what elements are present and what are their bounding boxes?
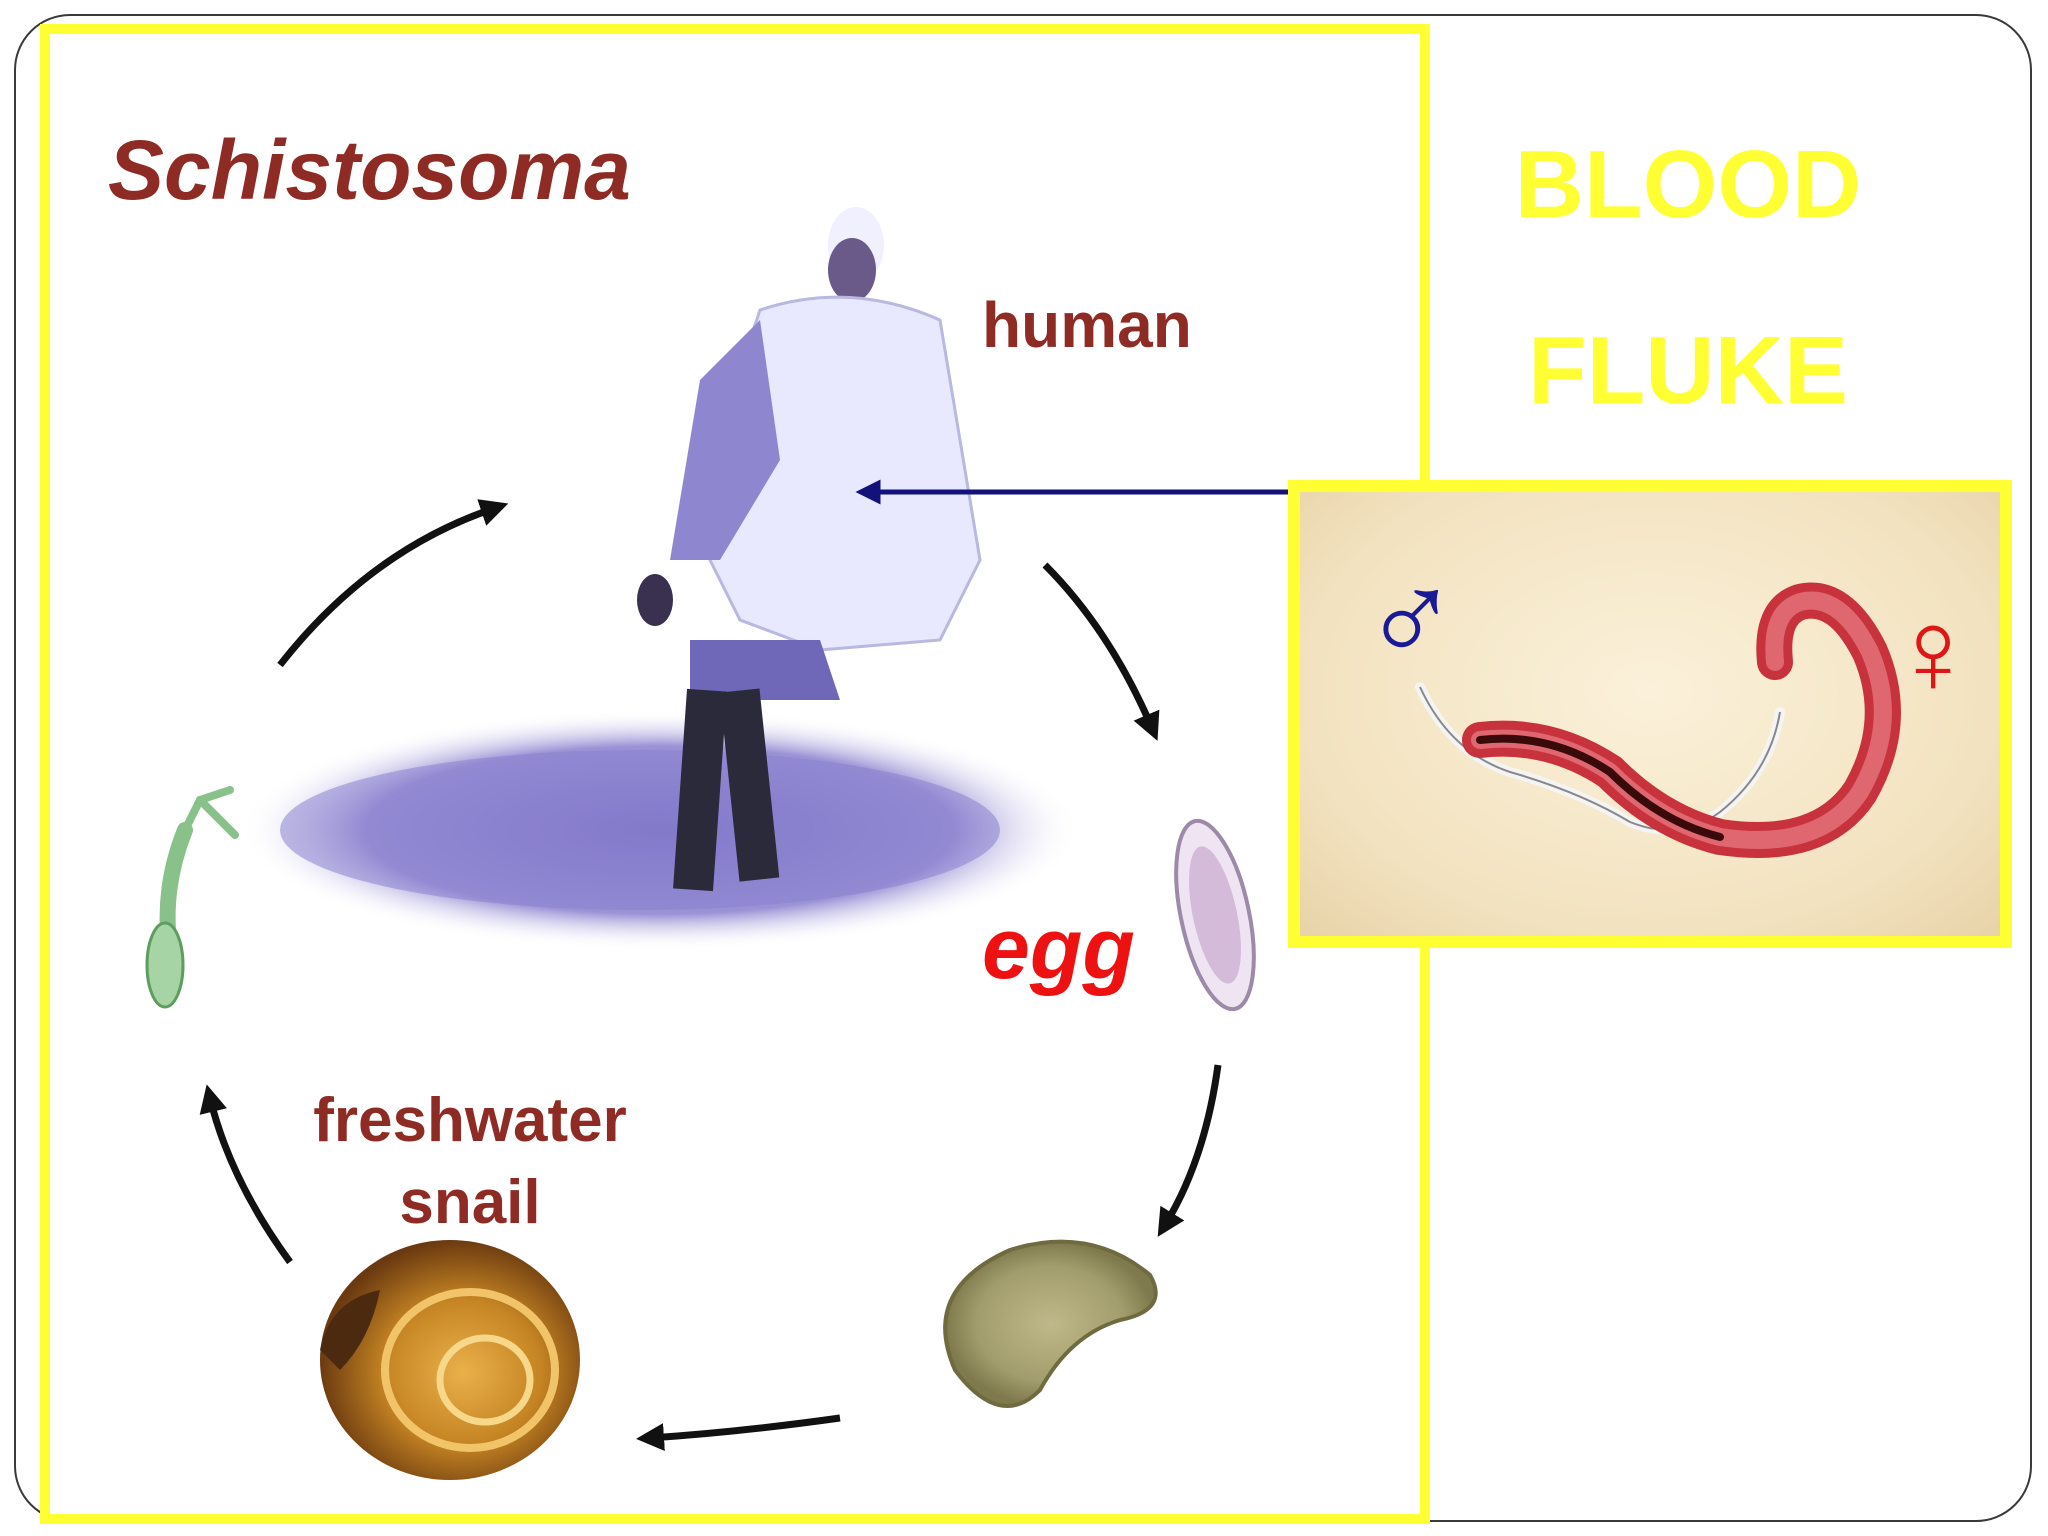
label-freshwater-snail: freshwater snail: [290, 1080, 650, 1244]
label-egg: egg: [982, 901, 1135, 997]
egg-image: [1174, 818, 1256, 1012]
page-title: Schistosoma: [108, 123, 631, 217]
water-surface: [240, 710, 1080, 950]
human-figure: [637, 207, 982, 892]
cercaria-image: [145, 786, 239, 1009]
male-symbol: ♂: [1362, 540, 1460, 686]
side-title-line-2: FLUKE: [1528, 317, 1848, 424]
side-title: BLOOD FLUKE: [1448, 92, 1928, 464]
label-snail-line-2: snail: [399, 1168, 541, 1237]
cycle-arrows: [199, 499, 1222, 1452]
arrow-snail-to-cercaria: [199, 1084, 293, 1265]
label-snail-line-1: freshwater: [313, 1086, 627, 1155]
adult-worms-photo: ♂ ♀: [1288, 480, 2012, 948]
side-title-line-1: BLOOD: [1514, 131, 1862, 238]
label-human: human: [982, 289, 1192, 361]
arrow-miracidium-to-snail: [636, 1414, 841, 1452]
adult-worms-illustration: [1415, 582, 1901, 858]
miracidium-image: [943, 1239, 1158, 1408]
arrow-egg-to-miracidium: [1157, 1064, 1222, 1237]
snail-image: [320, 1240, 580, 1480]
female-symbol: ♀: [1888, 585, 1978, 719]
arrow-cercaria-to-human: [277, 499, 509, 668]
arrow-human-to-egg: [1042, 562, 1160, 741]
